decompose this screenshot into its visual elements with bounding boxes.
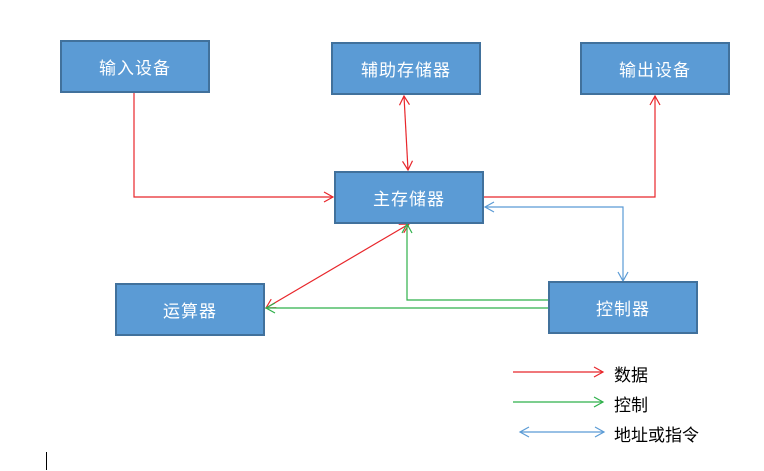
main-memory-node: 主存储器 <box>334 171 484 224</box>
legend-data-label: 数据 <box>614 366 648 386</box>
edge-main-memory-alu <box>264 223 411 309</box>
edge-main-memory-controller <box>483 201 629 283</box>
aux-storage-node: 辅助存储器 <box>331 42 481 95</box>
controller-node: 控制器 <box>548 281 698 334</box>
alu-node: 运算器 <box>115 283 265 336</box>
input-device-node: 输入设备 <box>60 40 210 93</box>
edge-input-to-main-memory <box>133 92 335 203</box>
legend-address-label: 地址或指令 <box>614 426 699 446</box>
legend-control-label: 控制 <box>614 396 648 416</box>
edge-main-memory-to-output <box>483 94 661 198</box>
text-cursor <box>46 452 47 470</box>
edge-controller-to-main-memory <box>401 222 548 301</box>
output-device-node: 输出设备 <box>580 42 730 95</box>
edge-aux-storage-main-memory <box>398 94 414 172</box>
